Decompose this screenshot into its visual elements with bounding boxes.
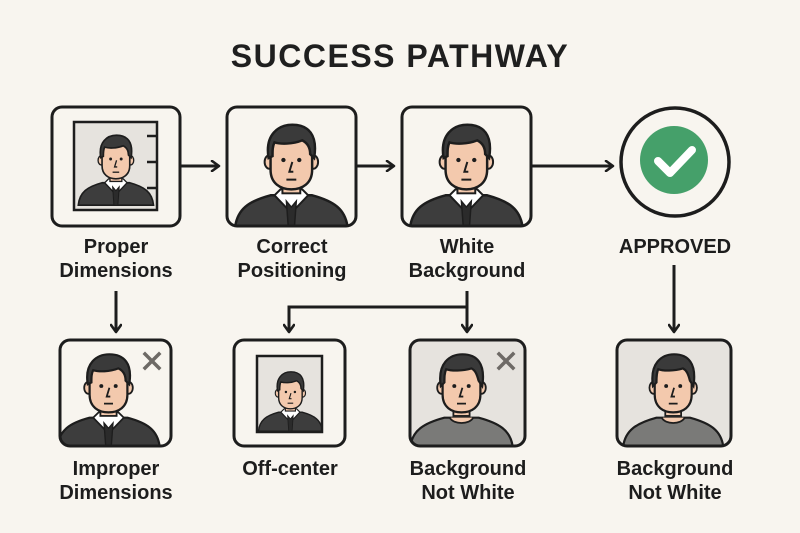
step-correct-positioning [225,105,358,228]
label-proper-dimensions: Proper Dimensions [59,236,173,282]
step-approved [619,106,731,218]
reject-x-icon [496,351,516,371]
outcome-background-not-white [615,338,733,448]
step-white-background [400,105,533,228]
step-proper-dimensions [50,105,182,228]
small-photo-off-center-icon [255,354,324,434]
label-improper-dimensions: Improper Dimensions [59,458,173,504]
photo-with-ruler-icon [72,120,159,212]
label-background-not-white-1: Background Not White [409,458,527,504]
label-correct-positioning: Correct Positioning [237,236,347,282]
label-off-center: Off-center [242,458,338,480]
outcome-off-center [232,338,347,448]
green-checkmark-icon [640,126,708,194]
branch-arrow-connector [289,291,469,332]
reject-x-icon [142,351,162,371]
label-approved: APPROVED [618,236,732,258]
label-background-not-white-2: Background Not White [616,458,734,504]
outcome-improper-dimensions [58,338,173,448]
label-white-background: White Background [408,236,526,282]
outcome-background-not-white-rejected [408,338,527,448]
page-title: SUCCESS PATHWAY [230,38,570,74]
